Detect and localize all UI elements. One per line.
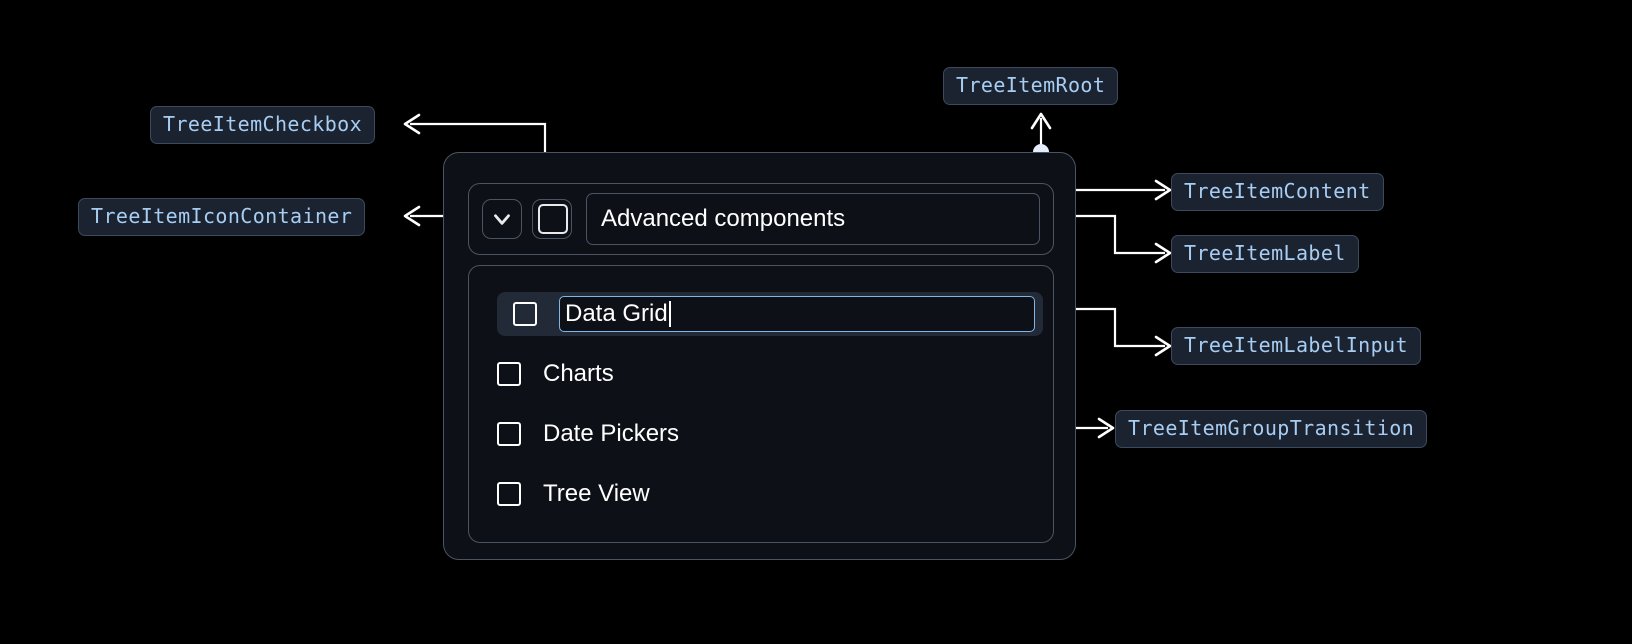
annotation-label: TreeItemRoot — [956, 73, 1106, 97]
annotation-tree-item-label-input: TreeItemLabelInput — [1171, 327, 1421, 365]
tree-item-label-date-pickers: Date Pickers — [543, 420, 680, 447]
chevron-down-icon — [489, 206, 515, 232]
annotation-label: TreeItemIconContainer — [91, 204, 353, 228]
annotation-label: TreeItemLabel — [1184, 241, 1346, 265]
tree-item-checkbox[interactable] — [532, 199, 572, 239]
tree-item-root[interactable]: Advanced components Data Grid Charts Dat… — [443, 152, 1076, 560]
annotation-tree-item-group-transition: TreeItemGroupTransition — [1115, 410, 1428, 448]
label-input-value: Data Grid — [565, 300, 668, 327]
tree-item-checkbox-tree-view[interactable] — [497, 482, 521, 506]
tree-item-label-text: Advanced components — [601, 205, 846, 232]
annotation-label: TreeItemGroupTransition — [1128, 416, 1415, 440]
arrowhead-up-root — [1030, 112, 1052, 130]
annotation-tree-item-label: TreeItemLabel — [1171, 235, 1359, 273]
arrowhead-right-group — [1097, 417, 1115, 439]
tree-item-checkbox-charts[interactable] — [497, 362, 521, 386]
tree-item-checkbox-data-grid[interactable] — [513, 302, 537, 326]
annotation-tree-item-content: TreeItemContent — [1171, 173, 1384, 211]
tree-item-label-charts: Charts — [543, 360, 614, 387]
annotation-tree-item-checkbox: TreeItemCheckbox — [150, 106, 376, 144]
tree-item-label[interactable]: Advanced components — [586, 193, 1040, 245]
tree-item-content[interactable]: Advanced components — [468, 183, 1054, 255]
tree-item-row-charts[interactable]: Charts — [469, 352, 1053, 396]
tree-item-checkbox-date-pickers[interactable] — [497, 422, 521, 446]
tree-item-row-data-grid[interactable]: Data Grid — [497, 292, 1043, 336]
tree-item-label-tree-view: Tree View — [543, 480, 650, 507]
annotation-label: TreeItemContent — [1184, 179, 1371, 203]
annotation-tree-item-icon-container: TreeItemIconContainer — [78, 198, 366, 236]
tree-item-icon-container[interactable] — [482, 199, 522, 239]
checkbox-box-unchecked — [538, 204, 568, 234]
arrowhead-right-labelinput — [1154, 335, 1172, 357]
arrowhead-left-icon — [403, 205, 421, 227]
tree-item-group-transition: Data Grid Charts Date Pickers Tree View — [468, 265, 1054, 543]
annotation-tree-item-root: TreeItemRoot — [943, 67, 1119, 105]
arrowhead-left-checkbox — [403, 113, 421, 135]
arrowhead-right-content — [1154, 179, 1172, 201]
tree-item-label-input[interactable]: Data Grid — [559, 296, 1035, 332]
annotation-label: TreeItemCheckbox — [163, 112, 363, 136]
arrowhead-right-label — [1154, 242, 1172, 264]
text-caret — [668, 301, 671, 327]
annotation-label: TreeItemLabelInput — [1184, 333, 1408, 357]
tree-item-row-tree-view[interactable]: Tree View — [469, 472, 1053, 516]
tree-item-row-date-pickers[interactable]: Date Pickers — [469, 412, 1053, 456]
